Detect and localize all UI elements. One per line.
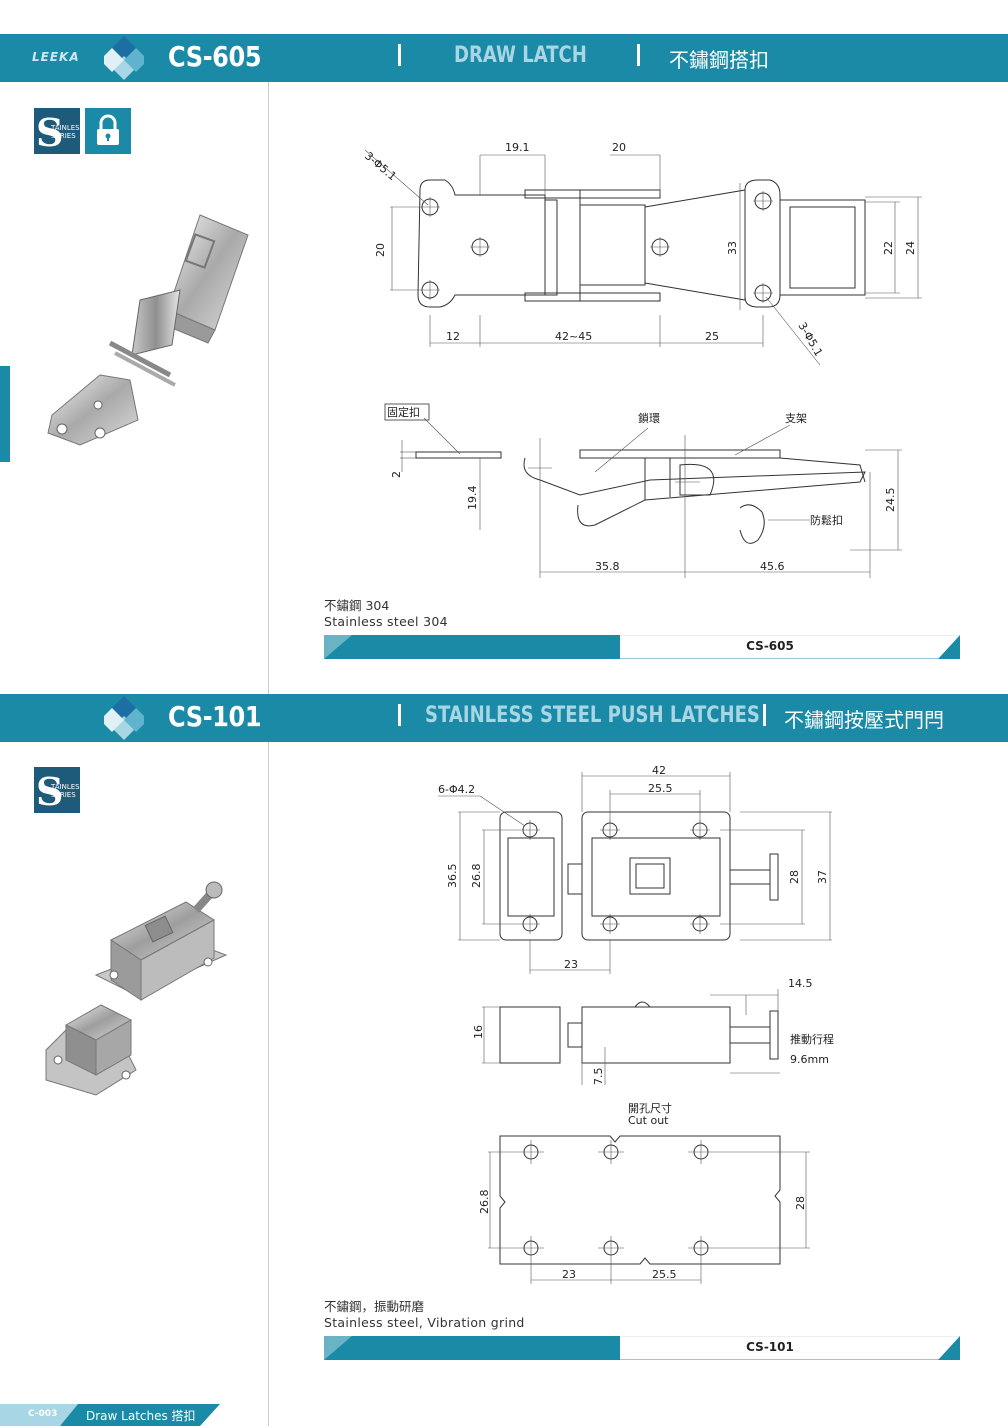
dimension-label: 42 — [652, 764, 666, 777]
svg-text:SERIES: SERIES — [51, 132, 76, 140]
dimension-label: 19.4 — [466, 486, 479, 511]
code-bar-cs101: CS-101 — [324, 1336, 960, 1360]
dimension-label: 19.1 — [505, 141, 530, 154]
section-header-cs101: CS-101 STAINLESS STEEL PUSH LATCHES 不鏽鋼按… — [0, 694, 1008, 742]
cs101-cutout-drawing: 開孔尺寸 Cut out 26.8 28 23 25.5 — [478, 1101, 810, 1284]
title-en: STAINLESS STEEL PUSH LATCHES — [425, 703, 760, 728]
svg-text:SERIES: SERIES — [51, 791, 76, 799]
stroke-value: 9.6mm — [790, 1053, 829, 1066]
material-en: Stainless steel 304 — [324, 614, 448, 629]
dimension-label: 3-Φ5.1 — [362, 149, 399, 183]
diamond-logo-icon — [100, 34, 148, 82]
dimension-label: 37 — [816, 870, 829, 884]
cs101-top-view-drawing: 6-Φ4.2 42 25.5 36.5 26.8 28 37 23 — [438, 764, 832, 974]
title-separator — [637, 44, 640, 66]
material-zh: 不鏽鋼 304 — [324, 598, 390, 613]
title-separator — [398, 704, 401, 726]
cs101-side-view-drawing: 14.5 16 7.5 推動行程 9.6mm — [472, 977, 834, 1086]
model-number: CS-101 — [168, 700, 262, 733]
dimension-label: 35.8 — [595, 560, 620, 573]
dimension-label: 2 — [390, 471, 403, 478]
part-label-safety: 防鬆扣 — [810, 513, 843, 527]
dimension-label: 33 — [726, 241, 739, 255]
dimension-label: 7.5 — [592, 1068, 605, 1086]
title-en: DRAW LATCH — [454, 43, 587, 68]
title-zh: 不鏽鋼搭扣 — [669, 48, 769, 72]
svg-text:S: S — [36, 769, 63, 813]
cs605-top-view-drawing: 3-Φ5.1 19.1 20 20 33 22 24 12 42~45 25 3… — [362, 141, 922, 366]
brand-logo: LEEKA — [32, 50, 80, 64]
svg-text:S: S — [36, 110, 63, 154]
dimension-label: 24 — [904, 241, 917, 255]
stainless-series-badge: S TAINLESS SERIES — [34, 767, 85, 814]
cs605-side-view-drawing: 固定扣 鎖環 支架 防鬆扣 2 19.4 35.8 45.6 24.5 — [384, 403, 902, 578]
diamond-logo-icon — [100, 694, 148, 742]
dimension-label: 45.6 — [760, 560, 785, 573]
dimension-label: 12 — [446, 330, 460, 343]
dimension-label: 25 — [705, 330, 719, 343]
part-label-keeper: 固定扣 — [387, 405, 420, 419]
push-latch-photo — [36, 880, 236, 1114]
model-number: CS-605 — [168, 40, 262, 73]
dimension-label: 25.5 — [648, 782, 673, 795]
lock-icon — [85, 108, 131, 154]
code-bar-cs605: CS-605 — [324, 635, 960, 659]
dimension-label: 20 — [612, 141, 626, 154]
dimension-label: 26.8 — [478, 1190, 491, 1215]
dimension-label: 28 — [788, 870, 801, 884]
stainless-series-badge: S TAINLESS SERIES — [34, 108, 85, 155]
title-zh: 不鏽鋼按壓式門閂 — [784, 708, 944, 732]
dimension-label: 42~45 — [555, 330, 592, 343]
svg-text:TAINLESS: TAINLESS — [50, 124, 80, 132]
material-note-cs101: 不鏽鋼，振動研磨 Stainless steel, Vibration grin… — [324, 1299, 525, 1331]
dimension-label: 14.5 — [788, 977, 813, 990]
dimension-label: 28 — [794, 1196, 807, 1210]
product-code: CS-101 — [746, 1340, 794, 1354]
page-footer: C-003 Draw Latches 搭扣 — [0, 1404, 220, 1426]
cutout-title-en: Cut out — [628, 1114, 669, 1127]
dimension-label: 20 — [374, 243, 387, 257]
column-divider — [268, 742, 269, 1426]
column-divider — [268, 82, 269, 694]
dimension-label: 26.8 — [470, 864, 483, 889]
dimension-label: 22 — [882, 241, 895, 255]
dimension-label: 36.5 — [446, 864, 459, 889]
material-zh: 不鏽鋼，振動研磨 — [324, 1299, 425, 1314]
part-label-bracket: 支架 — [785, 412, 807, 425]
part-label-loop: 鎖環 — [638, 411, 660, 425]
material-note-cs605: 不鏽鋼 304 Stainless steel 304 — [324, 598, 448, 630]
svg-text:TAINLESS: TAINLESS — [50, 783, 80, 791]
page-number: C-003 — [28, 1409, 58, 1419]
material-en: Stainless steel, Vibration grind — [324, 1315, 525, 1330]
stroke-label: 推動行程 — [790, 1032, 834, 1046]
footer-category: Draw Latches 搭扣 — [86, 1409, 196, 1423]
dimension-label: 25.5 — [652, 1268, 677, 1281]
title-separator — [763, 704, 766, 726]
corner-triangle-icon — [938, 635, 960, 659]
corner-triangle-icon — [938, 1336, 960, 1360]
dimension-label: 24.5 — [884, 488, 897, 513]
side-tab-marker — [0, 366, 10, 462]
dimension-label: 23 — [562, 1268, 576, 1281]
title-separator — [398, 44, 401, 66]
dimension-label: 23 — [564, 958, 578, 971]
draw-latch-photo — [40, 205, 255, 479]
cutout-title-zh: 開孔尺寸 — [628, 1101, 672, 1115]
section-header-cs605: LEEKA CS-605 DRAW LATCH 不鏽鋼搭扣 — [0, 34, 1008, 82]
product-code: CS-605 — [746, 639, 794, 653]
dimension-label: 16 — [472, 1025, 485, 1039]
dimension-label: 6-Φ4.2 — [438, 783, 475, 796]
